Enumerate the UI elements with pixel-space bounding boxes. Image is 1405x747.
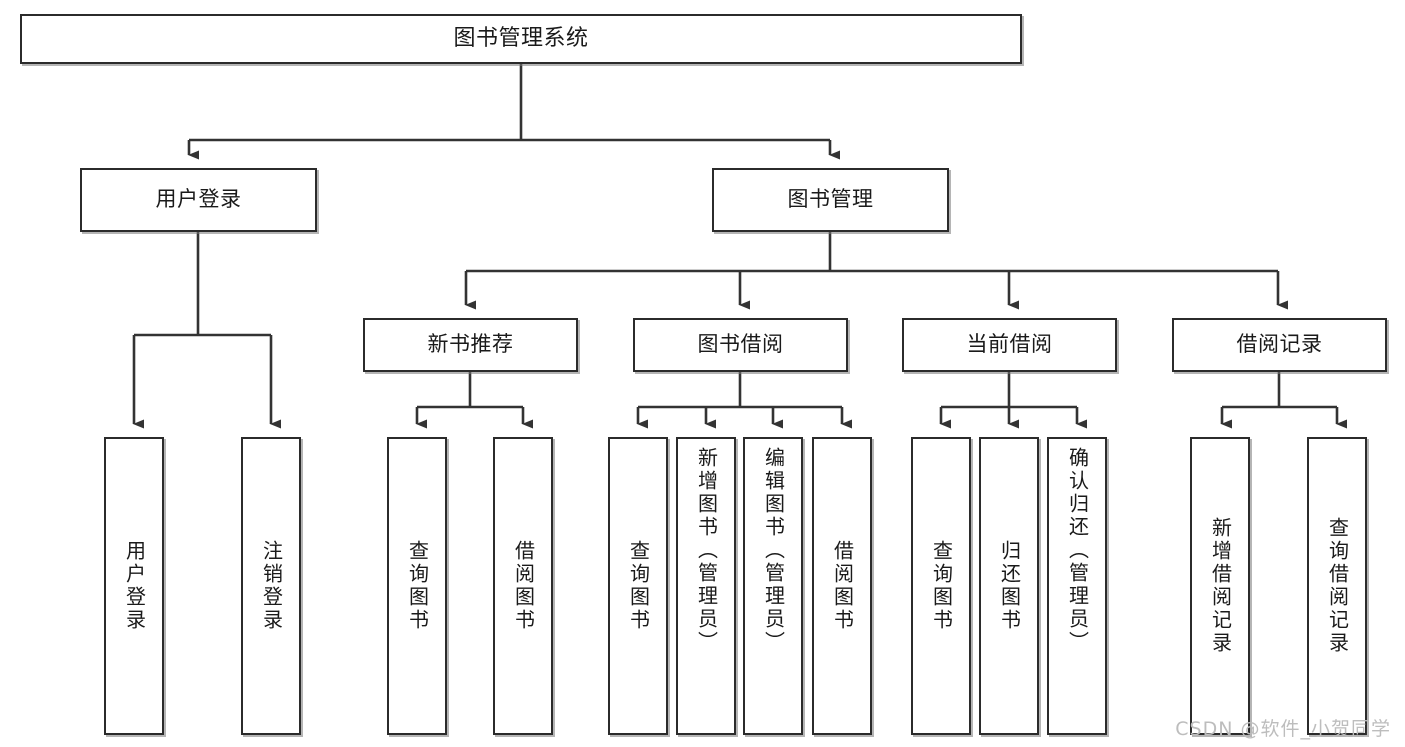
node-leaf-borrow-book-2-label: 借阅图书 xyxy=(830,540,855,632)
node-current-borrow-label: 当前借阅 xyxy=(966,332,1053,357)
node-leaf-return-book[interactable]: 归还图书 xyxy=(979,437,1039,735)
node-current-borrow[interactable]: 当前借阅 xyxy=(902,318,1117,372)
node-leaf-query-book-2-label: 查询图书 xyxy=(626,540,651,632)
node-leaf-query-book-3-label: 查询图书 xyxy=(929,540,954,632)
node-leaf-edit-book[interactable]: 编辑图书（管理员） xyxy=(743,437,803,735)
node-leaf-user-login-label: 用户登录 xyxy=(122,540,147,632)
node-leaf-edit-book-label: 编辑图书（管理员） xyxy=(761,447,786,654)
node-root-label: 图书管理系统 xyxy=(453,25,589,51)
node-book-borrow[interactable]: 图书借阅 xyxy=(633,318,848,372)
node-leaf-confirm-return-label: 确认归还（管理员） xyxy=(1065,447,1090,654)
node-leaf-query-record-label: 查询借阅记录 xyxy=(1325,517,1350,655)
node-leaf-user-logout-label: 注销登录 xyxy=(259,540,284,632)
node-borrow-record-label: 借阅记录 xyxy=(1236,332,1323,357)
node-leaf-borrow-book-2[interactable]: 借阅图书 xyxy=(812,437,872,735)
node-user-login-label: 用户登录 xyxy=(155,187,242,212)
node-leaf-add-record-label: 新增借阅记录 xyxy=(1208,517,1233,655)
node-leaf-query-record[interactable]: 查询借阅记录 xyxy=(1307,437,1367,735)
node-book-borrow-label: 图书借阅 xyxy=(697,332,784,357)
node-borrow-record[interactable]: 借阅记录 xyxy=(1172,318,1387,372)
node-leaf-user-login[interactable]: 用户登录 xyxy=(104,437,164,735)
node-leaf-query-book-1-label: 查询图书 xyxy=(405,540,430,632)
node-root[interactable]: 图书管理系统 xyxy=(20,14,1022,64)
node-book-manage-label: 图书管理 xyxy=(787,187,874,212)
node-leaf-query-book-2[interactable]: 查询图书 xyxy=(608,437,668,735)
node-leaf-add-book-label: 新增图书（管理员） xyxy=(694,447,719,654)
node-leaf-return-book-label: 归还图书 xyxy=(997,540,1022,632)
node-new-book-recommend[interactable]: 新书推荐 xyxy=(363,318,578,372)
node-leaf-borrow-book-1[interactable]: 借阅图书 xyxy=(493,437,553,735)
node-leaf-user-logout[interactable]: 注销登录 xyxy=(241,437,301,735)
node-leaf-add-book[interactable]: 新增图书（管理员） xyxy=(676,437,736,735)
node-leaf-query-book-1[interactable]: 查询图书 xyxy=(387,437,447,735)
node-leaf-confirm-return[interactable]: 确认归还（管理员） xyxy=(1047,437,1107,735)
node-leaf-add-record[interactable]: 新增借阅记录 xyxy=(1190,437,1250,735)
node-leaf-borrow-book-1-label: 借阅图书 xyxy=(511,540,536,632)
node-new-book-recommend-label: 新书推荐 xyxy=(427,332,514,357)
node-leaf-query-book-3[interactable]: 查询图书 xyxy=(911,437,971,735)
watermark: CSDN @软件_小贺同学 xyxy=(1175,718,1391,740)
node-user-login[interactable]: 用户登录 xyxy=(80,168,317,232)
node-book-manage[interactable]: 图书管理 xyxy=(712,168,949,232)
